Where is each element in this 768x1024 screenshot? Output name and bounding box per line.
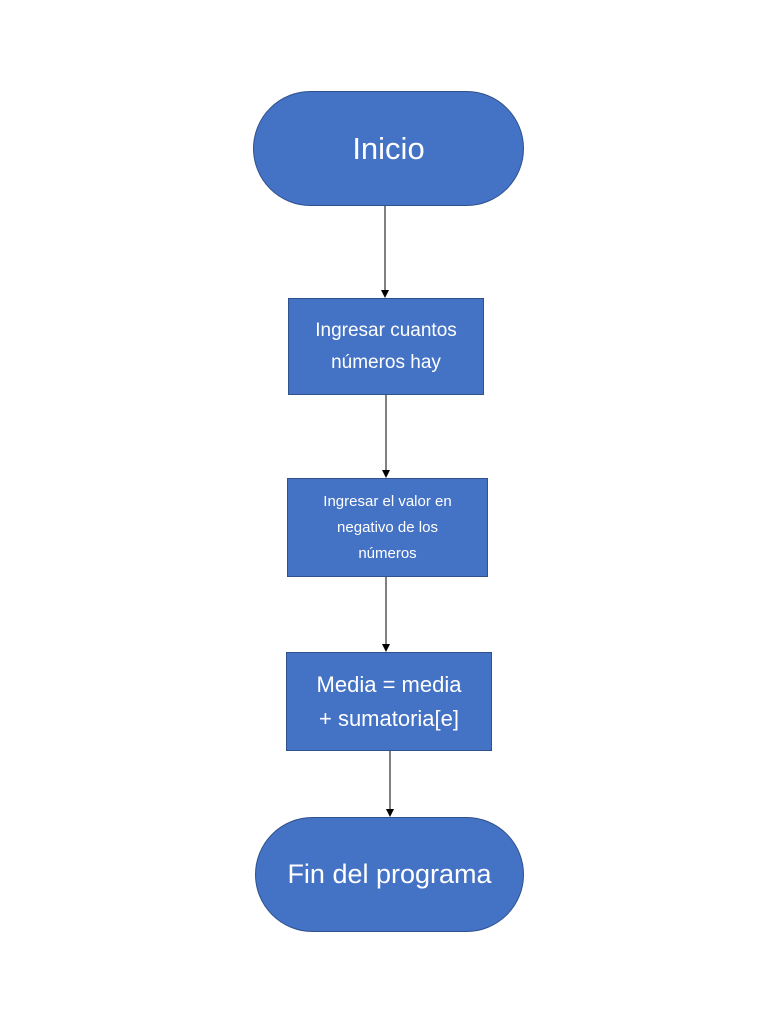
end-node: Fin del programa: [255, 817, 524, 932]
start-label: Inicio: [352, 130, 425, 166]
process-step-input-count: Ingresar cuantos números hay: [288, 298, 484, 395]
process-step-input-negative-values: Ingresar el valor en negativo de los núm…: [287, 478, 488, 577]
start-node: Inicio: [253, 91, 524, 206]
process-step-label: Media = media + sumatoria[e]: [316, 671, 462, 731]
process-step-compute-media: Media = media + sumatoria[e]: [286, 652, 492, 751]
end-label: Fin del programa: [287, 859, 492, 889]
process-step-label: Ingresar cuantos números hay: [315, 319, 457, 373]
process-step-label: Ingresar el valor en negativo de los núm…: [323, 492, 452, 562]
